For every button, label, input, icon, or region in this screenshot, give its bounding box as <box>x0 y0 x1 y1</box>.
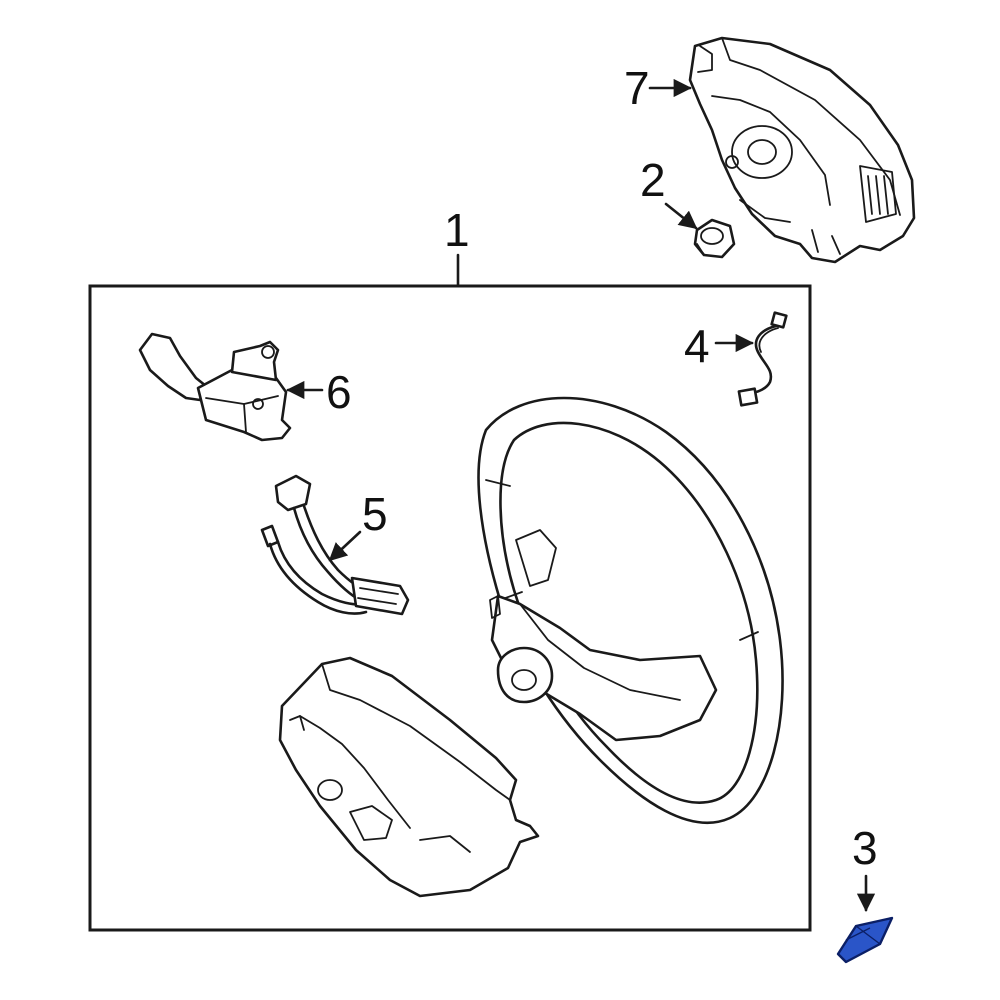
steering-wheel-back-cover[interactable] <box>278 656 540 898</box>
part-2-nut[interactable] <box>693 218 736 259</box>
callout-3-label[interactable]: 3 <box>852 822 878 874</box>
part-5-connector-harness[interactable] <box>260 474 410 616</box>
callout-4-label[interactable]: 4 <box>684 320 710 372</box>
part-7-airbag-cover[interactable] <box>688 36 916 264</box>
part-3-trim-piece[interactable] <box>836 916 894 964</box>
callout-2-arrow <box>664 202 698 230</box>
steering-wheel[interactable] <box>477 396 784 824</box>
callout-1-label[interactable]: 1 <box>444 204 470 256</box>
callout-5-arrow <box>328 530 362 562</box>
assembly-frame <box>88 284 812 932</box>
part-4-wire-harness[interactable] <box>737 311 788 407</box>
part-6-paddle-switch[interactable] <box>138 332 292 442</box>
callout-7-label[interactable]: 7 <box>624 62 650 114</box>
callout-5-label[interactable]: 5 <box>362 488 388 540</box>
callout-2-label[interactable]: 2 <box>640 154 666 206</box>
callout-6-label[interactable]: 6 <box>326 366 352 418</box>
